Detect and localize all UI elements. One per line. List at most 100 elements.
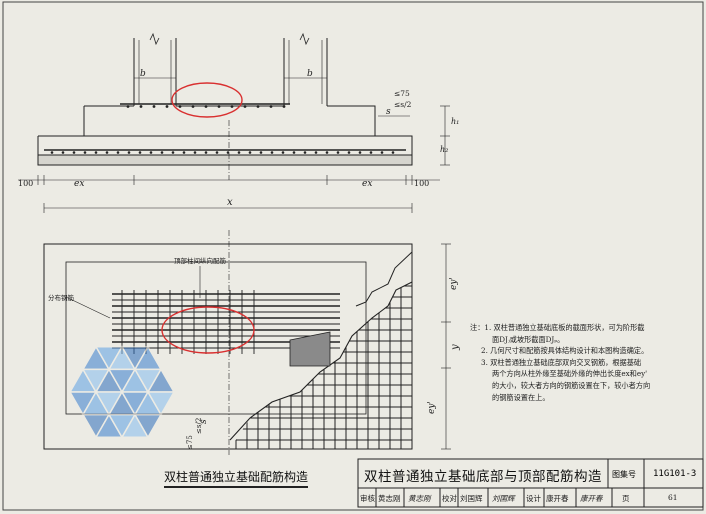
- note-line: 2. 几何尺寸和配筋按具体结构设计和本图构造确定。: [481, 346, 649, 356]
- rebar-dot: [369, 151, 373, 154]
- rebar-dot: [325, 151, 329, 154]
- rebar-dot: [72, 151, 76, 154]
- rebar-dot: [347, 151, 351, 154]
- section-dim-h1: h₁: [451, 117, 459, 126]
- highlight-ellipse-section: [171, 82, 243, 118]
- check-signature: 刘国辉: [492, 494, 515, 503]
- rebar-dot: [217, 105, 221, 108]
- logo-triangle: [146, 391, 176, 417]
- rebar-dot: [204, 151, 208, 154]
- rebar-dot: [191, 105, 195, 108]
- design-label: 设计: [526, 494, 541, 503]
- design-name: 康开春: [546, 494, 569, 503]
- plan-dim-ey-bottom: ey': [427, 401, 437, 414]
- plan-break-line-lower: [229, 281, 413, 441]
- rebar-dot: [139, 105, 143, 108]
- rebar-dot: [138, 151, 142, 154]
- rebar-dot: [380, 151, 384, 154]
- rebar-dot: [193, 151, 197, 154]
- rebar-dot: [149, 151, 153, 154]
- title-block: [357, 458, 704, 508]
- review-signature: 黄志刚: [408, 494, 431, 503]
- rebar-dot: [178, 105, 182, 108]
- logo-triangle: [133, 413, 163, 439]
- rebar-dot: [105, 151, 109, 154]
- rebar-dot: [281, 151, 285, 154]
- section-dim-ex-right: ex: [362, 179, 372, 189]
- rebar-dot: [248, 151, 252, 154]
- plan-dim-ey-top: ey': [449, 277, 459, 290]
- section-dim-b-right: b: [307, 69, 313, 79]
- note-line: 面DJⱼ或坡形截面DJₚ。: [492, 334, 565, 344]
- rebar-dot: [83, 151, 87, 154]
- plan-column-hatch: [289, 331, 331, 367]
- rebar-dot: [50, 151, 54, 154]
- rebar-dot: [127, 151, 131, 154]
- watermark-triangle-logo: [68, 345, 176, 439]
- rebar-dot: [61, 151, 65, 154]
- rebar-dot: [256, 105, 260, 108]
- highlight-ellipse-plan: [161, 306, 255, 354]
- plan-dim-s: s: [199, 419, 209, 424]
- rebar-dot: [336, 151, 340, 154]
- section-dim-100-left: 100: [18, 179, 33, 188]
- check-label: 校对: [442, 494, 457, 503]
- rebar-dot: [165, 105, 169, 108]
- review-label: 审核: [360, 494, 375, 503]
- atlas-number: 11G101-3: [653, 469, 697, 479]
- rebar-dot: [270, 151, 274, 154]
- rebar-dot: [358, 151, 362, 154]
- rebar-dot: [116, 151, 120, 154]
- rebar-dot: [160, 151, 164, 154]
- section-dim-100-right: 100: [414, 179, 429, 188]
- design-notes: 注：1. 双柱普通独立基础底板的截面形状，可为阶形截 面DJⱼ或坡形截面DJₚ。…: [470, 322, 702, 403]
- rebar-dot: [215, 151, 219, 154]
- rebar-dot: [243, 105, 247, 108]
- rebar-dot: [126, 105, 130, 108]
- rebar-dot: [204, 105, 208, 108]
- section-dim-x: x: [227, 197, 233, 208]
- rebar-dot: [391, 151, 395, 154]
- rebar-dot: [226, 151, 230, 154]
- note-line: 两个方向从柱外缘至基础外缘的伸出长度ex和ey': [492, 369, 648, 379]
- review-name: 黄志刚: [378, 494, 401, 503]
- check-name: 刘国辉: [460, 494, 483, 503]
- note-line: 的大小，较大者方向的钢筋设置在下，较小者方向: [492, 380, 651, 390]
- section-dim-ex-left: ex: [74, 179, 84, 189]
- rebar-dot: [282, 105, 286, 108]
- plan-dist-rebar-label: 分布钢筋: [48, 293, 75, 302]
- section-dim-h2: h₂: [440, 145, 448, 154]
- rebar-dot: [94, 151, 98, 154]
- rebar-dot: [303, 151, 307, 154]
- section-dim-le75: ≤75: [394, 89, 410, 98]
- plan-top-rebar-label: 顶部柱间纵向配筋: [174, 256, 227, 265]
- figure-caption: 双柱普通独立基础配筋构造: [164, 468, 309, 488]
- rebar-dot: [237, 151, 241, 154]
- note-line: 注：1. 双柱普通独立基础底板的截面形状，可为阶形截: [470, 323, 645, 332]
- rebar-dot: [269, 105, 273, 108]
- plan-dim-y: y: [450, 344, 461, 351]
- plan-dim-le75: ≤75: [186, 435, 194, 450]
- design-signature: 康开春: [580, 494, 603, 503]
- title-block-title: 双柱普通独立基础底部与顶部配筋构造: [364, 469, 602, 485]
- rebar-dot: [314, 151, 318, 154]
- page-number: 61: [668, 493, 678, 502]
- rebar-dot: [259, 151, 263, 154]
- note-line: 3. 双柱普通独立基础底部双向交叉钢筋，根据基础: [481, 357, 642, 367]
- rebar-dot: [171, 151, 175, 154]
- section-dim-b-left: b: [140, 69, 146, 79]
- plan-dim-les2: ≤s/2: [195, 418, 203, 434]
- section-dim-les2: ≤s/2: [394, 100, 412, 109]
- rebar-dot: [292, 151, 296, 154]
- plan-break-line-upper: [355, 251, 413, 307]
- plan-top-rebar-grid: [112, 290, 340, 354]
- section-dim-s: s: [386, 107, 391, 117]
- rebar-dot: [182, 151, 186, 154]
- rebar-dot: [152, 105, 156, 108]
- note-line: 的钢筋设置在上。: [492, 392, 550, 402]
- page-label: 页: [622, 494, 630, 503]
- section-rebar-dots: [50, 105, 395, 154]
- atlas-number-label: 图集号: [612, 470, 636, 479]
